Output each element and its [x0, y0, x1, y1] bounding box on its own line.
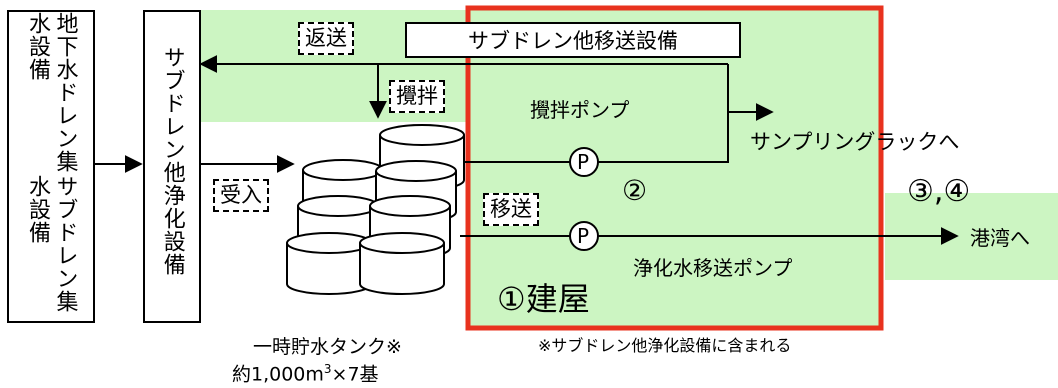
transfer-pump-p: P: [577, 224, 590, 248]
purification-facility-label: サブドレン他浄化設備: [159, 46, 185, 276]
transfer-tag: 移送: [483, 193, 539, 226]
building-frame: [465, 5, 884, 331]
stir-pump-label: 攪拌ポンプ: [530, 98, 630, 122]
tank-caption-line2: 約1,000m3×7基: [232, 362, 379, 386]
subdrain-collection-label: サブドレン集水設備: [25, 174, 78, 313]
groundwater-drain-collection-label: 地下水ドレン集水設備: [25, 12, 78, 173]
transfer-pump-label: 浄化水移送ポンプ: [633, 256, 793, 280]
stir-pump-symbol: [569, 147, 599, 177]
temporary-storage-tanks: [286, 124, 465, 295]
transfer-equipment-label: サブドレン他移送設備: [405, 22, 741, 58]
marker-two: ②: [622, 174, 648, 207]
footnote: ※サブドレン他浄化設備に含まれる: [538, 336, 792, 355]
stir-pump-p: P: [577, 150, 590, 174]
tank-caption-line1: 一時貯水タンク※: [253, 336, 402, 358]
building-zone: [468, 8, 881, 328]
marker-three-four: ③,④: [907, 174, 971, 209]
transfer-pump-symbol: [569, 221, 599, 251]
harbor-label: 港湾へ: [970, 226, 1030, 250]
building-label: ①建屋: [497, 280, 590, 318]
receive-tag: 受入: [213, 179, 269, 212]
return-tag: 返送: [298, 22, 354, 55]
stir-pump-line: [460, 64, 729, 163]
purification-facility-box: サブドレン他浄化設備: [143, 10, 201, 323]
stir-tag: 攪拌: [389, 80, 445, 113]
sampling-rack-label: サンプリングラックへ: [750, 130, 960, 154]
collection-facility-box: サブドレン集水設備 地下水ドレン集水設備: [7, 10, 95, 323]
